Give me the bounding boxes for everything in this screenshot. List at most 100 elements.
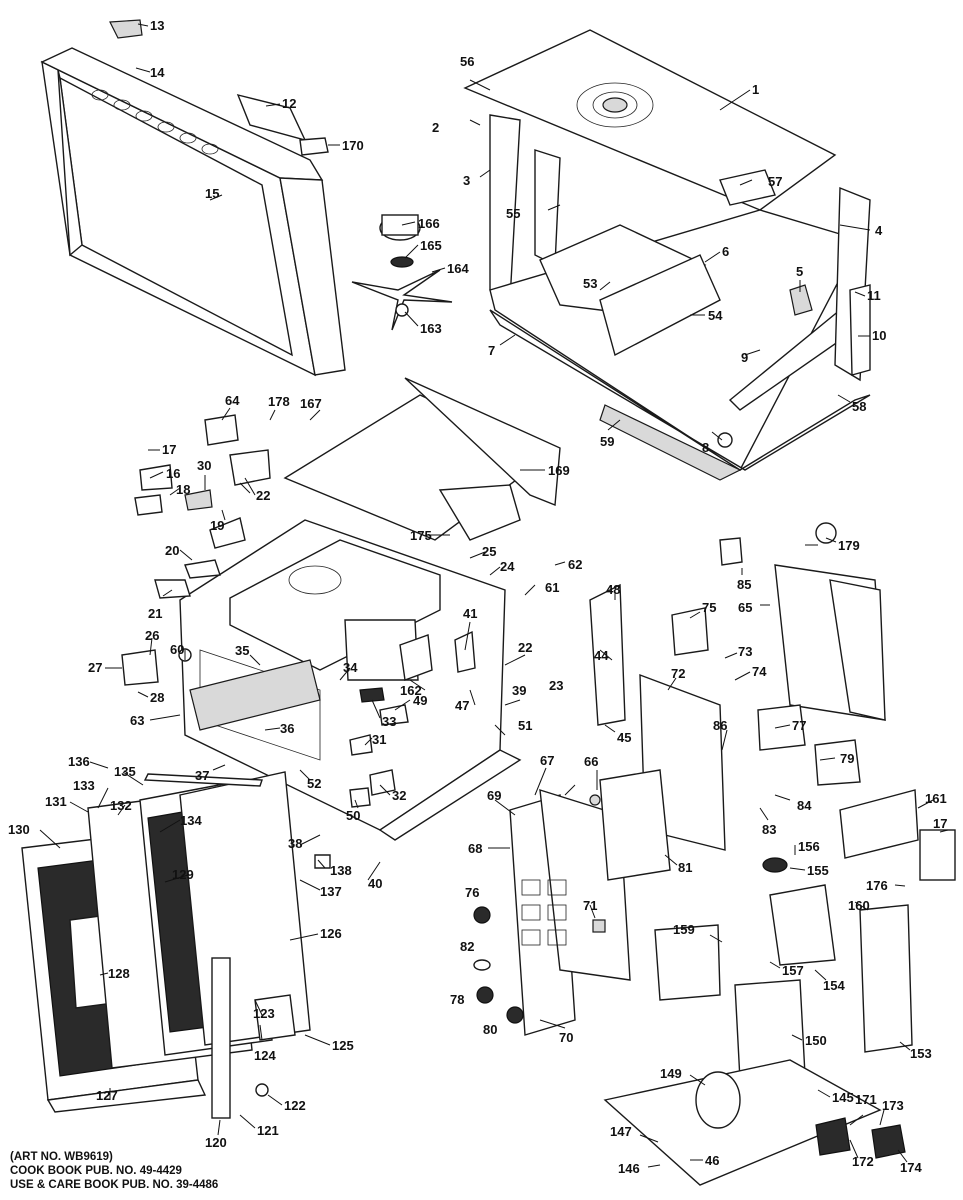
callout-1: 1 bbox=[752, 82, 759, 97]
callout-26: 26 bbox=[145, 628, 159, 643]
callout-25: 25 bbox=[482, 544, 496, 559]
callout-63: 63 bbox=[130, 713, 144, 728]
callout-69: 69 bbox=[487, 788, 501, 803]
callout-60: 60 bbox=[170, 642, 184, 657]
callout-147: 147 bbox=[610, 1124, 632, 1139]
callout-35: 35 bbox=[235, 643, 249, 658]
callout-157: 157 bbox=[782, 963, 804, 978]
callout-77: 77 bbox=[792, 718, 806, 733]
callout-16: 16 bbox=[166, 466, 180, 481]
callout-73: 73 bbox=[738, 644, 752, 659]
callout-56: 56 bbox=[460, 54, 474, 69]
callout-21: 21 bbox=[148, 606, 162, 621]
callout-59: 59 bbox=[600, 434, 614, 449]
callout-166: 166 bbox=[418, 216, 440, 231]
callout-57: 57 bbox=[768, 174, 782, 189]
control-panel-assembly bbox=[473, 583, 726, 1036]
callout-71: 71 bbox=[583, 898, 597, 913]
callout-12: 12 bbox=[282, 96, 296, 111]
callout-27: 27 bbox=[88, 660, 102, 675]
callout-17: 17 bbox=[162, 442, 176, 457]
callout-15: 15 bbox=[205, 186, 219, 201]
callout-84: 84 bbox=[797, 798, 812, 813]
callout-156: 156 bbox=[798, 839, 820, 854]
callout-178: 178 bbox=[268, 394, 290, 409]
callout-131: 131 bbox=[45, 794, 67, 809]
callout-36: 36 bbox=[280, 721, 294, 736]
callout-137: 137 bbox=[320, 884, 342, 899]
callout-53: 53 bbox=[583, 276, 597, 291]
callout-154: 154 bbox=[823, 978, 845, 993]
callout-24: 24 bbox=[500, 559, 515, 574]
callout-145: 145 bbox=[832, 1090, 854, 1105]
callout-79: 79 bbox=[840, 751, 854, 766]
callout-22: 22 bbox=[256, 488, 270, 503]
callout-80: 80 bbox=[483, 1022, 497, 1037]
right-component-assembly bbox=[603, 522, 956, 1186]
stirrer-fan-assembly bbox=[351, 214, 453, 331]
use-care-book-pub-number: USE & CARE BOOK PUB. NO. 39-4486 bbox=[10, 1179, 219, 1191]
callout-138: 138 bbox=[330, 863, 352, 878]
callout-76: 76 bbox=[465, 885, 479, 900]
callout-67: 67 bbox=[540, 753, 554, 768]
callout-171: 171 bbox=[855, 1092, 877, 1107]
callout-175: 175 bbox=[410, 528, 432, 543]
callout-2: 2 bbox=[432, 120, 439, 135]
callout-86: 86 bbox=[713, 718, 727, 733]
callout-155: 155 bbox=[807, 863, 829, 878]
callout-153: 153 bbox=[910, 1046, 932, 1061]
callout-65: 65 bbox=[738, 600, 752, 615]
callout-52: 52 bbox=[307, 776, 321, 791]
callout-134: 134 bbox=[180, 813, 202, 828]
callout-45: 45 bbox=[617, 730, 631, 745]
callout-28: 28 bbox=[150, 690, 164, 705]
callout-162: 162 bbox=[400, 683, 422, 698]
callout-129: 129 bbox=[172, 867, 194, 882]
callout-4: 4 bbox=[875, 223, 883, 238]
callout-50: 50 bbox=[346, 808, 360, 823]
callout-10: 10 bbox=[872, 328, 886, 343]
leader-lines bbox=[39, 23, 949, 1168]
callout-179: 179 bbox=[838, 538, 860, 553]
callout-83: 83 bbox=[762, 822, 776, 837]
callout-126: 126 bbox=[320, 926, 342, 941]
callout-5: 5 bbox=[796, 264, 803, 279]
callout-121: 121 bbox=[257, 1123, 279, 1138]
callout-19: 19 bbox=[210, 518, 224, 533]
callout-74: 74 bbox=[752, 664, 767, 679]
callout-124: 124 bbox=[254, 1048, 276, 1063]
callout-82: 82 bbox=[460, 939, 474, 954]
callout-51: 51 bbox=[518, 718, 532, 733]
callout-123: 123 bbox=[253, 1006, 275, 1021]
callout-66: 66 bbox=[584, 754, 598, 769]
callout-128: 128 bbox=[108, 966, 130, 981]
callout-34: 34 bbox=[343, 660, 358, 675]
callout-46: 46 bbox=[705, 1153, 719, 1168]
callout-38: 38 bbox=[288, 836, 302, 851]
callout-55: 55 bbox=[506, 206, 520, 221]
callout-163: 163 bbox=[420, 321, 442, 336]
callout-20: 20 bbox=[165, 543, 179, 558]
callout-159: 159 bbox=[673, 922, 695, 937]
callout-125: 125 bbox=[332, 1038, 354, 1053]
callout-169: 169 bbox=[548, 463, 570, 478]
callout-30: 30 bbox=[197, 458, 211, 473]
callout-labels: 13 14 12 170 15 166 165 164 163 56 1 2 3… bbox=[8, 18, 947, 1176]
callout-165: 165 bbox=[420, 238, 442, 253]
callout-47: 47 bbox=[455, 698, 469, 713]
oven-cavity-assembly bbox=[179, 377, 561, 841]
callout-130: 130 bbox=[8, 822, 30, 837]
callout-81: 81 bbox=[678, 860, 692, 875]
callout-22b: 22 bbox=[518, 640, 532, 655]
art-number: (ART NO. WB9619) bbox=[10, 1151, 113, 1163]
callout-13: 13 bbox=[150, 18, 164, 33]
callout-149: 149 bbox=[660, 1066, 682, 1081]
publication-footer: (ART NO. WB9619) COOK BOOK PUB. NO. 49-4… bbox=[10, 1150, 218, 1192]
callout-31: 31 bbox=[372, 732, 386, 747]
callout-37: 37 bbox=[195, 768, 209, 783]
callout-120: 120 bbox=[205, 1135, 227, 1150]
callout-41: 41 bbox=[463, 606, 477, 621]
callout-33: 33 bbox=[382, 714, 396, 729]
callout-167: 167 bbox=[300, 396, 322, 411]
